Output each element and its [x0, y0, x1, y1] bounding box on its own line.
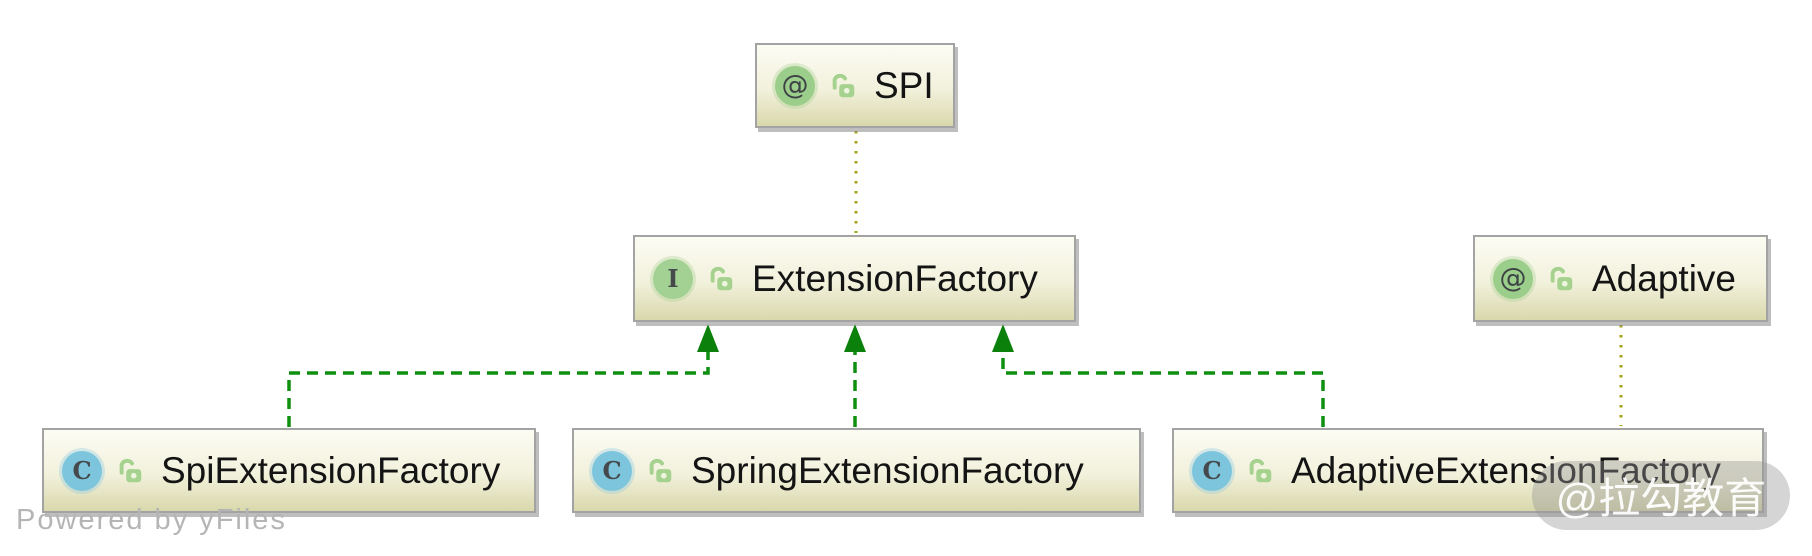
edge-adaptiveextensionfactory-extensionfactory[interactable] — [992, 324, 1325, 427]
open-padlock-icon — [1249, 458, 1272, 482]
open-padlock-icon — [710, 266, 733, 290]
node-label: SPI — [874, 64, 934, 106]
arrowhead-icon — [697, 324, 719, 352]
node-label: SpiExtensionFactory — [161, 449, 501, 491]
node-spi-extension-factory[interactable]: C SpiExtensionFactory — [42, 428, 536, 513]
class-icon: C — [592, 450, 632, 491]
class-icon: C — [1192, 450, 1232, 491]
open-padlock-icon — [649, 458, 672, 482]
node-label: Adaptive — [1592, 257, 1736, 299]
node-spring-extension-factory[interactable]: C SpringExtensionFactory — [572, 428, 1141, 513]
arrowhead-icon — [992, 324, 1014, 352]
arrowhead-icon — [844, 324, 866, 352]
edge-springextensionfactory-extensionfactory[interactable] — [844, 324, 866, 427]
node-label: SpringExtensionFactory — [691, 449, 1084, 491]
interface-icon: I — [653, 258, 693, 299]
annotation-icon: @ — [775, 65, 815, 106]
open-padlock-icon — [119, 458, 142, 482]
annotation-icon: @ — [1493, 258, 1533, 299]
node-adaptive-extension-factory[interactable]: C AdaptiveExtensionFactory — [1172, 428, 1764, 513]
node-adaptive[interactable]: @ Adaptive — [1473, 235, 1768, 322]
node-spi[interactable]: @ SPI — [755, 43, 955, 128]
node-extension-factory[interactable]: I ExtensionFactory — [633, 235, 1076, 322]
lagou-watermark: @拉勾教育 — [1532, 461, 1790, 530]
open-padlock-icon — [1550, 266, 1573, 290]
edge-spiextensionfactory-extensionfactory[interactable] — [287, 324, 719, 427]
open-padlock-icon — [832, 73, 855, 97]
node-label: AdaptiveExtensionFactory — [1291, 449, 1721, 491]
yfiles-watermark: Powered by yFiles — [16, 504, 287, 536]
class-icon: C — [62, 450, 102, 491]
node-label: ExtensionFactory — [752, 257, 1038, 299]
